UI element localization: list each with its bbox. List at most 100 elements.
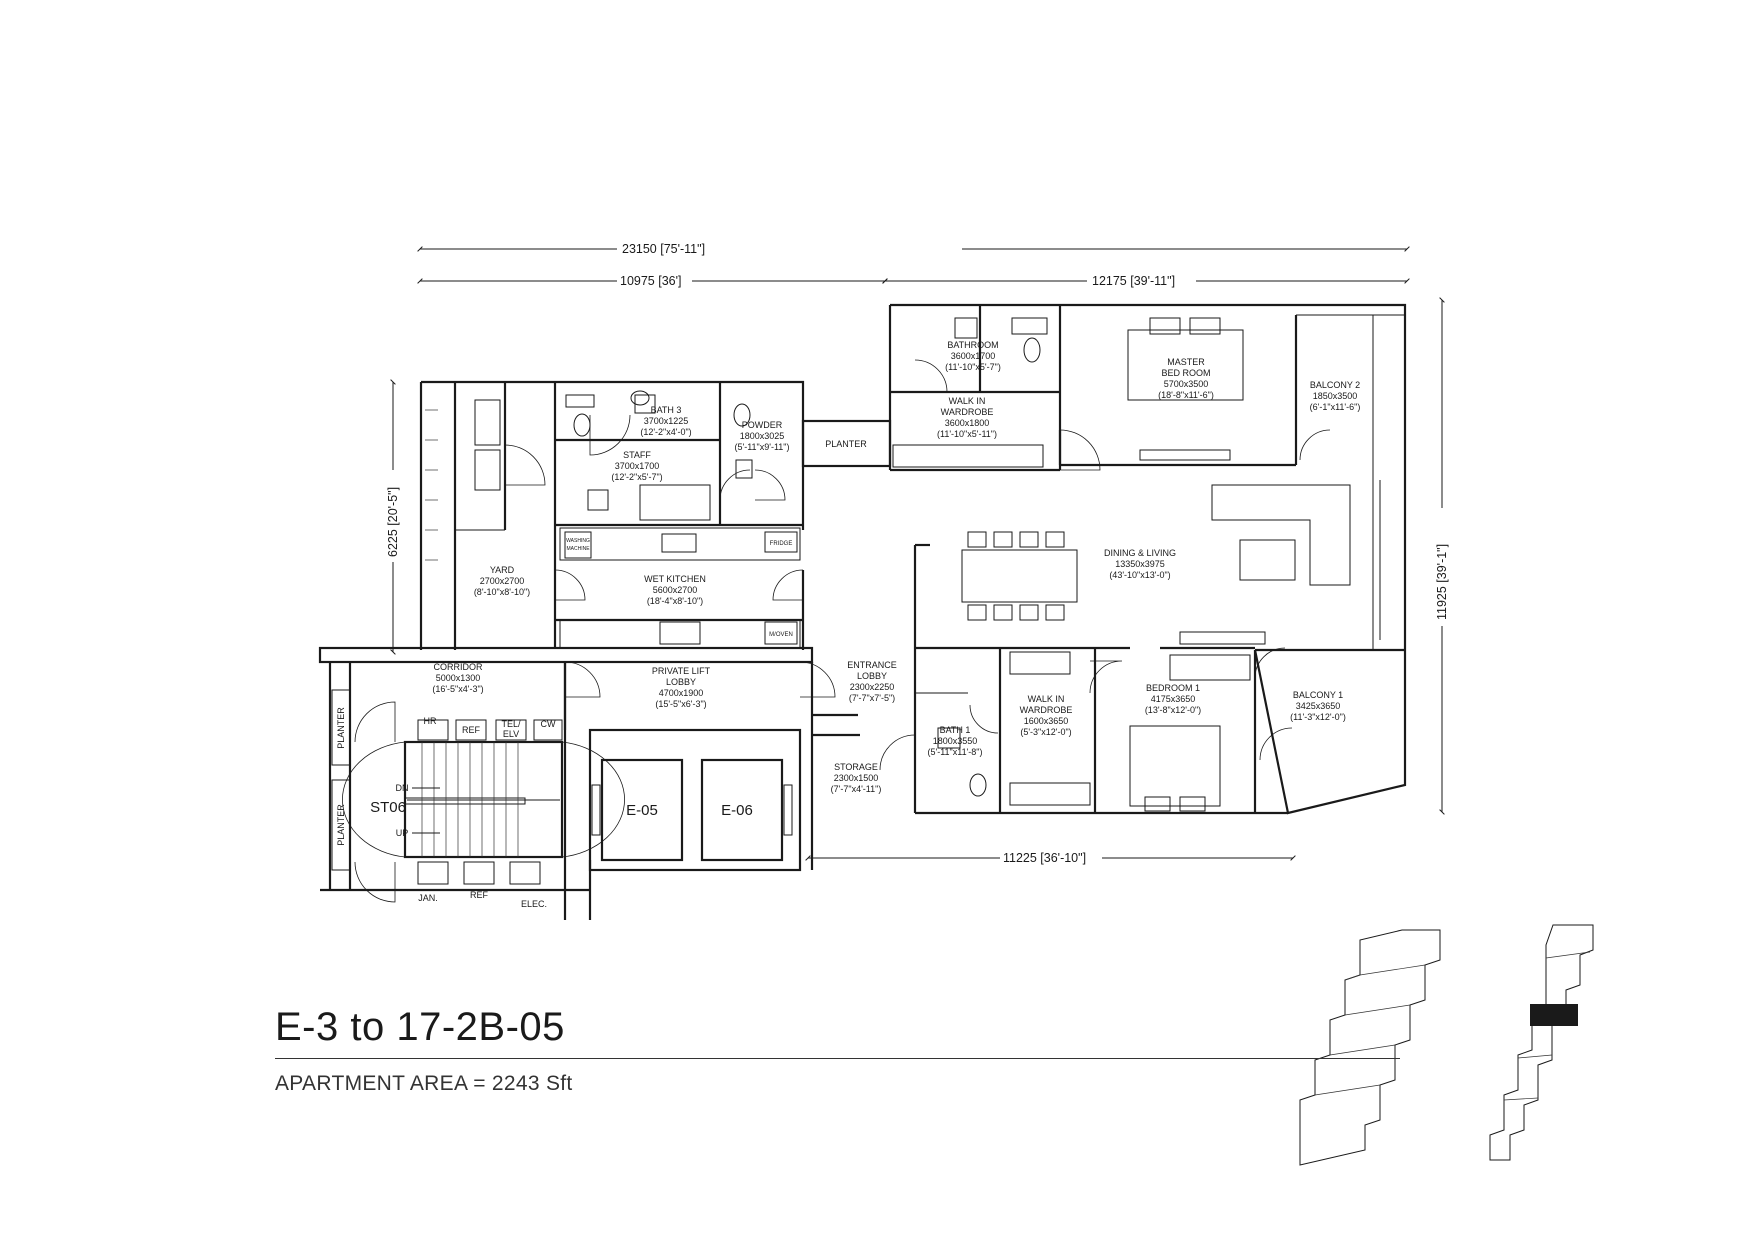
- room-size: 5000x1300: [436, 673, 481, 683]
- room-storage: STORAGE 2300x1500 (7'-7"x4'-11"): [831, 762, 882, 794]
- stair-label: ST06: [370, 799, 406, 816]
- ref-top-label: REF: [462, 725, 481, 735]
- room-size: 1800x3025: [740, 431, 785, 441]
- room-size: 3600x1700: [951, 351, 996, 361]
- lift-e05-label: E-05: [626, 802, 658, 819]
- room-name: WALK IN: [1028, 694, 1065, 704]
- room-size: 3700x1225: [644, 416, 689, 426]
- room-size: 3600x1800: [945, 418, 990, 428]
- elec-label: ELEC.: [521, 899, 547, 909]
- room-name: MASTER: [1167, 357, 1205, 367]
- walls: [419, 303, 1407, 815]
- fridge-label: FRIDGE: [770, 541, 793, 547]
- room-labels: BATHROOM 3600x1700 (11'-10"x5'-7") MASTE…: [432, 340, 1360, 794]
- room-yard: YARD 2700x2700 (8'-10"x8'-10"): [474, 565, 530, 597]
- room-name: STAFF: [623, 450, 651, 460]
- key-plan-highlight: [1530, 1004, 1578, 1026]
- planter-label-side-1: PLANTER: [336, 707, 346, 749]
- room-imperial: (11'-3"x12'-0"): [1290, 712, 1346, 722]
- room-powder: POWDER 1800x3025 (5'-11"x9'-11"): [734, 420, 789, 452]
- room-private-lift-lobby: PRIVATE LIFT LOBBY 4700x1900 (15'-5"x6'-…: [652, 666, 711, 709]
- oven-label: M/OVEN: [769, 632, 793, 638]
- room-imperial: (5'-11"x9'-11"): [734, 442, 789, 452]
- room-size: 13350x3975: [1115, 559, 1165, 569]
- room-imperial: (15'-5"x6'-3"): [655, 699, 706, 709]
- room-dining-living: DINING & LIVING 13350x3975 (43'-10"x13'-…: [1104, 548, 1176, 580]
- room-imperial: (11'-10"x5'-11"): [937, 429, 997, 439]
- dim-overall-width: 23150 [75'-11"]: [622, 242, 705, 256]
- room-size: 3425x3650: [1296, 701, 1341, 711]
- tel-label: TEL/: [501, 719, 521, 729]
- room-master-bed: MASTER BED ROOM 5700x3500 (18'-8"x11'-6"…: [1158, 357, 1214, 400]
- room-name-2: LOBBY: [666, 677, 696, 687]
- elv-label: ELV: [503, 729, 519, 739]
- room-name: DINING & LIVING: [1104, 548, 1176, 558]
- stair-dn-label: DN: [396, 783, 409, 793]
- room-size: 1600x3650: [1024, 716, 1069, 726]
- hr-label: HR: [424, 716, 437, 726]
- room-walk-in-wardrobe-master: WALK IN WARDROBE 3600x1800 (11'-10"x5'-1…: [937, 396, 997, 439]
- room-imperial: (43'-10"x13'-0"): [1109, 570, 1170, 580]
- room-name: BALCONY 1: [1293, 690, 1343, 700]
- washing-label: WASHING: [566, 538, 590, 544]
- title-divider: [275, 1058, 1400, 1059]
- room-bath-1: BATH 1 1800x3550 (5'-11"x11'-8"): [927, 725, 982, 757]
- dim-left-height: 6225 [20'-5"]: [386, 487, 400, 557]
- room-bathroom: BATHROOM 3600x1700 (11'-10"x5'-7"): [945, 340, 1001, 372]
- room-name: POWDER: [742, 420, 783, 430]
- room-entrance-lobby: ENTRANCE LOBBY 2300x2250 (7'-7"x7'-5"): [847, 660, 897, 703]
- jan-label: JAN.: [418, 893, 438, 903]
- room-wet-kitchen: WET KITCHEN 5600x2700 (18'-4"x8'-10"): [644, 574, 706, 606]
- room-corridor: CORRIDOR 5000x1300 (16'-5"x4'-3"): [432, 662, 483, 694]
- machine-label: MACHINE: [566, 546, 590, 552]
- room-name-2: WARDROBE: [941, 407, 994, 417]
- room-bedroom-1: BEDROOM 1 4175x3650 (13'-8"x12'-0"): [1145, 683, 1201, 715]
- room-size: 4175x3650: [1151, 694, 1196, 704]
- room-name: BATHROOM: [947, 340, 998, 350]
- room-size: 4700x1900: [659, 688, 704, 698]
- room-size: 1800x3550: [933, 736, 978, 746]
- door-swings: [354, 359, 1331, 903]
- room-imperial: (12'-2"x4'-0"): [640, 427, 691, 437]
- room-imperial: (5'-3"x12'-0"): [1020, 727, 1071, 737]
- misc-labels: PLANTER PLANTER PLANTER ST06 DN UP E-05 …: [336, 439, 867, 909]
- room-imperial: (7'-7"x7'-5"): [849, 693, 895, 703]
- room-walk-in-wardrobe-bed1: WALK IN WARDROBE 1600x3650 (5'-3"x12'-0"…: [1020, 694, 1073, 737]
- ref-bottom-label: REF: [470, 890, 489, 900]
- room-name-2: BED ROOM: [1161, 368, 1210, 378]
- dim-left-width: 10975 [36']: [620, 274, 681, 288]
- room-name: WALK IN: [949, 396, 986, 406]
- room-imperial: (8'-10"x8'-10"): [474, 587, 530, 597]
- room-name: BALCONY 2: [1310, 380, 1360, 390]
- room-imperial: (6'-1"x11'-6"): [1310, 402, 1361, 412]
- stair-up-label: UP: [396, 828, 409, 838]
- room-name: ENTRANCE: [847, 660, 897, 670]
- key-plan: [1299, 924, 1594, 1166]
- room-name-2: WARDROBE: [1020, 705, 1073, 715]
- apartment-area: APARTMENT AREA = 2243 Sft: [275, 1072, 573, 1095]
- room-size: 2300x2250: [850, 682, 895, 692]
- room-name: YARD: [490, 565, 515, 575]
- planter-label-side-2: PLANTER: [336, 804, 346, 846]
- furniture: [425, 317, 1351, 812]
- lift-e06-label: E-06: [721, 802, 753, 819]
- room-size: 1850x3500: [1313, 391, 1358, 401]
- room-imperial: (5'-11"x11'-8"): [927, 747, 982, 757]
- room-size: 2300x1500: [834, 773, 879, 783]
- room-name: STORAGE: [834, 762, 878, 772]
- room-size: 2700x2700: [480, 576, 525, 586]
- dim-bottom-width: 11225 [36'-10"]: [1003, 851, 1086, 865]
- room-balcony-1: BALCONY 1 3425x3650 (11'-3"x12'-0"): [1290, 690, 1346, 722]
- room-staff: STAFF 3700x1700 (12'-2"x5'-7"): [611, 450, 662, 482]
- cw-label: CW: [541, 719, 556, 729]
- room-name: BATH 3: [651, 405, 682, 415]
- room-name-2: LOBBY: [857, 671, 887, 681]
- room-imperial: (18'-4"x8'-10"): [647, 596, 703, 606]
- room-name: PRIVATE LIFT: [652, 666, 711, 676]
- room-name: CORRIDOR: [434, 662, 483, 672]
- room-imperial: (11'-10"x5'-7"): [945, 362, 1001, 372]
- room-size: 5600x2700: [653, 585, 698, 595]
- room-name: BATH 1: [940, 725, 971, 735]
- room-imperial: (16'-5"x4'-3"): [432, 684, 483, 694]
